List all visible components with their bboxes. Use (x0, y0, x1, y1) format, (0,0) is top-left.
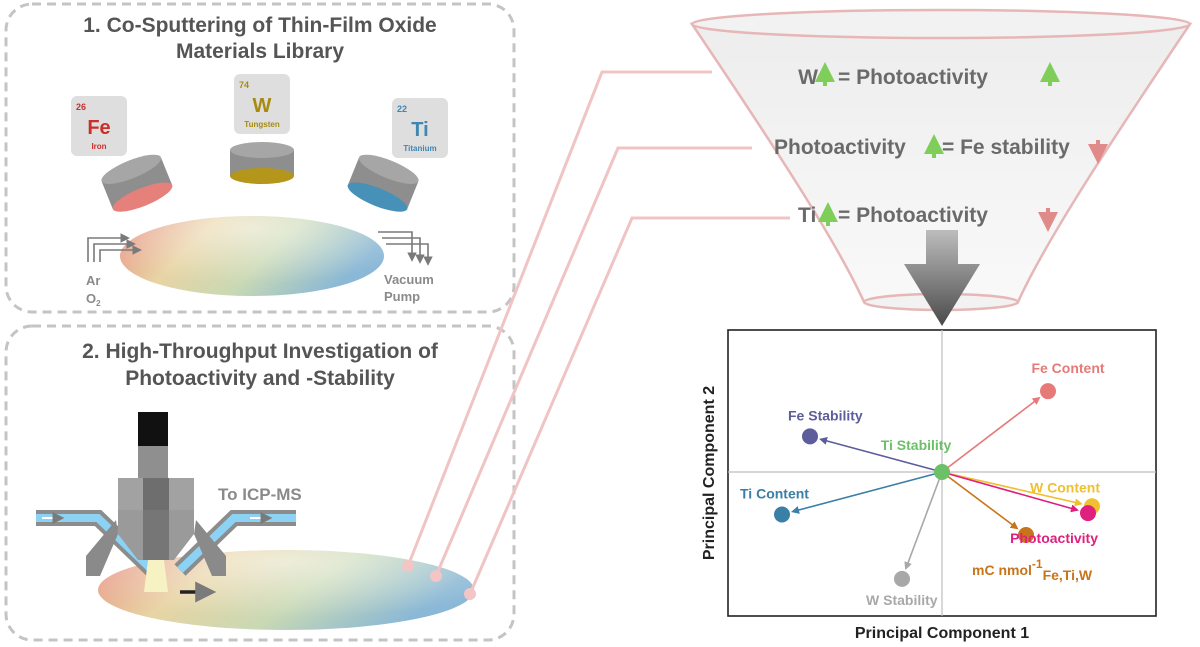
connector-dot-1 (402, 560, 414, 572)
connector-lines (406, 70, 790, 595)
panel2-title-line1: 2. High-Throughput Investigation of (82, 340, 439, 363)
rule-3: Ti = Photoactivity (798, 202, 1058, 232)
panel-high-throughput: 2. High-Throughput Investigation of Phot… (4, 324, 516, 642)
loading-vector-mc-nmol (941, 471, 1019, 530)
loading-point-fe-content (1040, 383, 1056, 400)
loading-label-w-stability: W Stability (866, 592, 938, 608)
insights-funnel: W = Photoactivity Photoactivity = Fe sta… (689, 8, 1193, 312)
element-ti-number: 22 (397, 104, 407, 114)
scanning-flow-cell (86, 412, 226, 592)
element-w-name: Tungsten (244, 120, 280, 129)
rule-1: W = Photoactivity (798, 62, 1060, 89)
rule-3-left: Ti (798, 204, 816, 227)
loading-point-w-stability (894, 570, 910, 587)
element-w-symbol: W (253, 95, 272, 117)
loading-vector-w-content (941, 471, 1083, 507)
loading-vector-fe-content (941, 396, 1041, 473)
panel1-title-line1: 1. Co-Sputtering of Thin-Film Oxide (83, 14, 436, 37)
gas-inlet-arrows (87, 233, 142, 262)
materials-library-wafer (120, 216, 384, 296)
rule-1-right: = Photoactivity (838, 66, 988, 89)
loading-label-fe-content: Fe Content (1031, 360, 1104, 376)
panel2-border (4, 324, 516, 642)
connector-line-3 (468, 216, 790, 595)
loading-point-mc-nmol (1018, 527, 1034, 544)
funnel-output-arrow (904, 230, 980, 326)
loading-point-photoactivity (1080, 505, 1096, 522)
element-ti-name: Titanium (403, 144, 436, 153)
sputter-target-fe (101, 154, 173, 212)
pca-biplot: Fe Content Fe Stability Ti Content W Conten… (701, 329, 1157, 642)
loading-vector-photoactivity (941, 471, 1079, 513)
loading-label-ti-content: Ti Content (740, 485, 809, 501)
sample-wafer (98, 550, 474, 630)
gas-ar-label: Ar (86, 273, 100, 288)
connector-line-2 (434, 146, 752, 577)
rule-1-left: W (798, 66, 818, 89)
loading-label-w-content: W Content (1030, 479, 1100, 495)
chart-points (774, 383, 1100, 587)
rule-3-right: = Photoactivity (838, 204, 988, 227)
origin-point-ti-stability (934, 464, 950, 480)
chart-vectors (791, 396, 1083, 571)
element-fe-number: 26 (76, 102, 86, 112)
icp-ms-label: To ICP-MS (218, 485, 302, 504)
chart-y-axis-label: Principal Component 2 (701, 386, 718, 560)
connector-dot-3 (464, 588, 476, 600)
element-fe-symbol: Fe (87, 117, 110, 139)
connector-line-1 (406, 70, 712, 567)
rule-2-left: Photoactivity (774, 136, 906, 159)
sputter-target-ti (347, 154, 419, 212)
connector-dot-2 (430, 570, 442, 582)
sputter-target-w (230, 142, 294, 184)
panel-co-sputtering: 1. Co-Sputtering of Thin-Film Oxide Mate… (4, 2, 516, 314)
panel1-border (4, 2, 516, 314)
loading-label-photoactivity: Photoactivity (1010, 530, 1098, 546)
vacuum-pump-arrows (378, 231, 433, 266)
element-w-number: 74 (239, 80, 249, 90)
rule-2-right: = Fe stability (942, 136, 1070, 159)
loading-vector-w-stability (904, 471, 943, 571)
chart-labels: Fe Content Fe Stability Ti Content W Conten… (740, 360, 1105, 608)
element-tile-ti: 22 Ti Titanium (392, 98, 448, 158)
loading-point-ti-content (774, 506, 790, 523)
chart-x-axis-label: Principal Component 1 (855, 625, 1029, 642)
element-ti-symbol: Ti (411, 119, 428, 141)
loading-label-mc-nmol: mC nmol-1Fe,Ti,W (972, 557, 1093, 583)
funnel-rim (690, 8, 1192, 40)
rule-2: Photoactivity = Fe stability (774, 134, 1108, 164)
element-fe-name: Iron (91, 142, 106, 151)
panel2-title-line2: Photoactivity and -Stability (125, 367, 395, 390)
vacuum-label-line1: Vacuum (384, 272, 434, 287)
element-tile-w: 74 W Tungsten (234, 74, 290, 134)
element-tile-fe: 26 Fe Iron (71, 96, 127, 156)
panel1-title-line2: Materials Library (176, 40, 344, 63)
loading-vector-fe-stability (819, 437, 943, 473)
loading-point-fe-stability (802, 428, 818, 445)
origin-label-ti-stability: Ti Stability (881, 437, 952, 453)
vacuum-label-line2: Pump (384, 289, 420, 304)
loading-vector-ti-content (791, 471, 943, 514)
loading-label-fe-stability: Fe Stability (788, 407, 863, 423)
gas-o2-label: O2 (86, 291, 101, 308)
